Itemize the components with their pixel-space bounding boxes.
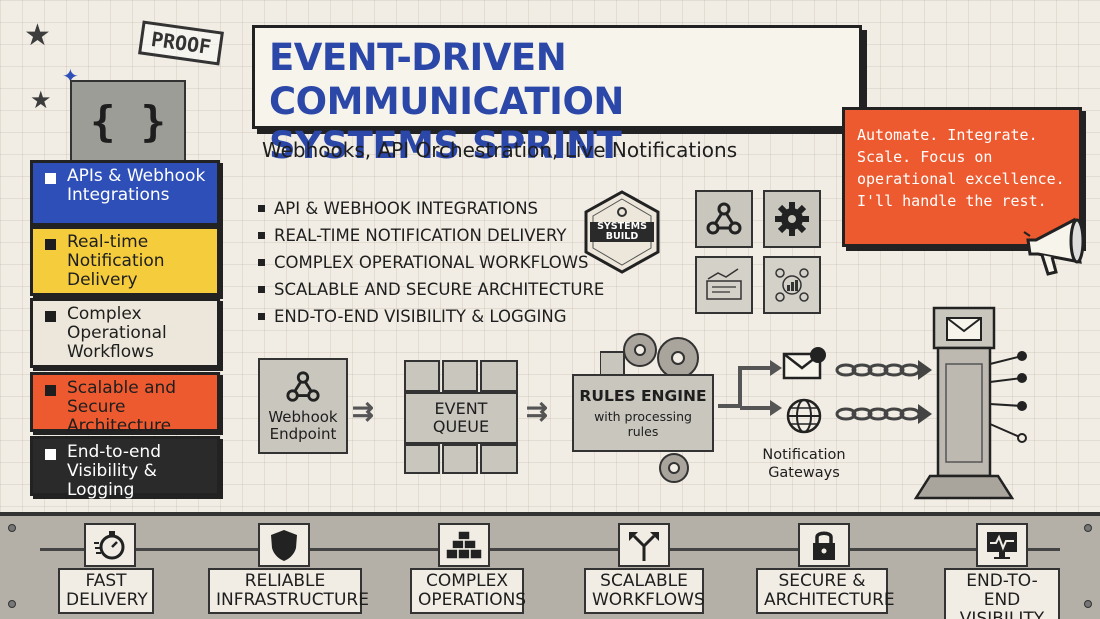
- page-title-line2: SYSTEMS SPRINT: [269, 124, 622, 167]
- bullet-icon: [45, 311, 56, 322]
- braces-icon: { }: [70, 80, 186, 162]
- bullet-icon: [258, 259, 265, 266]
- bullet-icon: [45, 385, 56, 396]
- rivet-icon: [1084, 600, 1092, 608]
- list-item: REAL-TIME NOTIFICATION DELIVERY: [258, 222, 604, 249]
- list-item: END-TO-END VISIBILITY & LOGGING: [258, 303, 604, 330]
- badge-line1: SYSTEMS: [597, 221, 647, 232]
- list-item: API & WEBHOOK INTEGRATIONS: [258, 195, 604, 222]
- bullet-icon: [258, 205, 265, 212]
- stack-label: Complex Operational Workflows: [67, 304, 167, 362]
- stack-item-visibility: End-to-end Visibility & Logging: [30, 436, 220, 500]
- megaphone-icon: [1023, 217, 1085, 276]
- stack-label: Real-time Notification Delivery: [67, 232, 165, 290]
- bottom-label-scalable: SCALABLE WORKFLOWS: [584, 568, 705, 614]
- bullet-icon: [258, 232, 265, 239]
- list-item: COMPLEX OPERATIONAL WORKFLOWS: [258, 249, 604, 276]
- rivet-icon: [1084, 524, 1092, 532]
- star-icon: ★: [24, 19, 51, 52]
- arrow-icon: ⇉: [352, 396, 374, 426]
- bottom-label-reliable: RELIABLE INFRASTRUCTURE: [208, 568, 369, 614]
- dashboard-tile: [695, 256, 753, 314]
- rules-engine-block: RULES ENGINE with processing rules: [572, 374, 714, 452]
- bullet-icon: [45, 449, 56, 460]
- globe-icon: [786, 398, 822, 434]
- stopwatch-icon: [84, 523, 136, 567]
- event-queue-block: EVENT QUEUE: [402, 360, 522, 476]
- stacked-cubes-icon: [438, 523, 490, 567]
- stack-item-scalable: Scalable and Secure Architecture: [30, 372, 220, 436]
- title-box: EVENT-DRIVEN COMMUNICATION SYSTEMS SPRIN…: [252, 25, 862, 167]
- bullet-icon: [45, 173, 56, 184]
- bullet-icon: [258, 286, 265, 293]
- quote-box: Automate. Integrate. Scale. Focus on ope…: [842, 107, 1082, 247]
- bottom-label-secure: SECURE & ARCHITECTURE: [756, 568, 895, 614]
- bullet-icon: [45, 239, 56, 250]
- star-icon: ★: [30, 87, 52, 114]
- rivet-icon: [8, 600, 16, 608]
- monitor-pulse-icon: [976, 523, 1028, 567]
- list-item: SCALABLE AND SECURE ARCHITECTURE: [258, 276, 604, 303]
- gear-icon: [659, 453, 689, 483]
- stack-label: End-to-end Visibility & Logging: [67, 442, 161, 500]
- split-arrows-icon: [618, 523, 670, 567]
- queue-label: EVENT QUEUE: [404, 392, 518, 444]
- split-arrow-icon: [718, 360, 782, 416]
- network-analytics-icon: [775, 268, 809, 302]
- webhook-icon: [286, 371, 320, 402]
- stack-item-workflows: Complex Operational Workflows: [30, 298, 220, 368]
- lock-icon: [798, 523, 850, 567]
- bottom-feature-bar: [0, 512, 1100, 619]
- proof-stamp: PROOF: [138, 20, 225, 66]
- bottom-label-visibility: END-TO-END VISIBILITY: [944, 568, 1060, 619]
- rules-subtitle: with processing rules: [594, 409, 692, 439]
- hexagon-badge-icon: [584, 190, 660, 274]
- badge-line2: BUILD: [605, 231, 639, 242]
- stack-item-realtime: Real-time Notification Delivery: [30, 226, 220, 296]
- webhook-icon: [706, 202, 742, 235]
- page-title-line1: EVENT-DRIVEN COMMUNICATION: [269, 36, 624, 123]
- network-tile: [763, 256, 821, 314]
- webhook-tile: [695, 190, 753, 248]
- connector-rail: [40, 548, 1060, 551]
- bullet-icon: [258, 313, 265, 320]
- systems-build-badge: SYSTEMS BUILD: [584, 190, 660, 274]
- gear-icon: [775, 202, 809, 236]
- shield-icon: [258, 523, 310, 567]
- envelope-icon: [782, 347, 826, 380]
- dashboard-chart-icon: [706, 268, 742, 300]
- arrow-icon: ⇉: [526, 396, 548, 426]
- gear-tile: [763, 190, 821, 248]
- rivet-icon: [8, 524, 16, 532]
- gears-icon: [600, 333, 699, 379]
- mail-server-tower-icon: [913, 306, 1027, 500]
- page-subtitle: Webhooks, API Orchestration, Live Notifi…: [262, 138, 738, 162]
- stack-label: APIs & Webhook Integrations: [67, 166, 206, 205]
- feature-list: API & WEBHOOK INTEGRATIONS REAL-TIME NOT…: [258, 195, 604, 330]
- bottom-label-fast-delivery: FAST DELIVERY: [58, 568, 154, 614]
- rules-title: RULES ENGINE: [579, 387, 707, 405]
- webhook-label: Webhook Endpoint: [268, 408, 338, 443]
- chain-arrows-icon: [835, 360, 932, 424]
- gateways-label: Notification Gateways: [762, 447, 846, 481]
- webhook-endpoint-block: Webhook Endpoint: [258, 358, 348, 454]
- bottom-label-complex: COMPLEX OPERATIONS: [410, 568, 526, 614]
- stack-label: Scalable and Secure Architecture: [67, 378, 177, 436]
- stack-item-apis: APIs & Webhook Integrations: [30, 160, 220, 226]
